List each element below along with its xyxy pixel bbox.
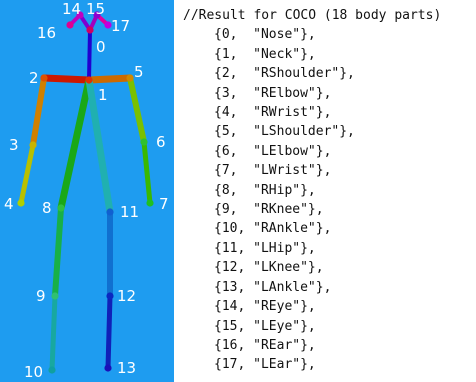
keypoint-6: [140, 138, 148, 146]
keypoint-13: [104, 364, 112, 372]
bone-1-0: [87, 28, 92, 82]
keypoint-label-16: 16: [37, 24, 56, 42]
code-comment-header: //Result for COCO (18 body parts): [183, 8, 442, 23]
code-line: {15, "LEye"},: [214, 318, 316, 334]
code-line: {8, "RHip"},: [214, 182, 316, 198]
code-line: {12, "LKnee"},: [214, 260, 324, 276]
keypoint-1: [85, 76, 93, 84]
keypoint-12: [106, 292, 114, 300]
keypoint-label-1: 1: [98, 86, 108, 104]
keypoint-14: [76, 11, 84, 19]
keypoint-label-10: 10: [24, 363, 43, 381]
keypoint-2: [40, 74, 48, 82]
code-line: {13, "LAnkle"},: [214, 279, 332, 295]
keypoint-label-8: 8: [42, 199, 52, 217]
code-line: {9, "RKnee"},: [214, 202, 324, 218]
keypoint-label-17: 17: [111, 17, 130, 35]
keypoint-label-15: 15: [86, 0, 105, 18]
keypoint-label-5: 5: [134, 63, 144, 81]
bone-12-13: [105, 293, 113, 371]
bone-1-8: [57, 76, 93, 212]
keypoint-label-4: 4: [4, 195, 14, 213]
bone-1-5: [85, 74, 134, 84]
keypoint-9: [51, 292, 59, 300]
code-line: {3, "RElbow"},: [214, 85, 332, 101]
keypoint-label-0: 0: [96, 38, 106, 56]
code-line: {7, "LWrist"},: [214, 163, 332, 179]
keypoint-7: [146, 199, 154, 207]
keypoint-17: [104, 21, 112, 29]
code-line: {4, "RWrist"},: [214, 105, 332, 121]
keypoint-label-6: 6: [156, 133, 166, 151]
code-line: {10, "RAnkle"},: [214, 221, 332, 237]
keypoint-label-3: 3: [9, 136, 19, 154]
code-line: {5, "LShoulder"},: [214, 124, 355, 140]
bone-2-3: [30, 75, 47, 148]
bone-8-9: [52, 205, 64, 299]
keypoint-5: [126, 74, 134, 82]
keypoint-list: {0, "Nose"}, {1, "Neck"}, {2, "RShoulder"}…: [183, 25, 473, 374]
keypoint-label-13: 13: [117, 359, 136, 377]
keypoint-label-9: 9: [36, 287, 46, 305]
keypoint-8: [57, 204, 65, 212]
code-line: {17, "LEar"},: [214, 357, 316, 373]
keypoint-16: [66, 21, 74, 29]
keypoint-10: [48, 366, 56, 374]
code-line: {2, "RShoulder"},: [214, 66, 355, 82]
keypoint-3: [29, 141, 37, 149]
keypoint-label-7: 7: [159, 195, 169, 213]
keypoint-label-14: 14: [62, 0, 81, 18]
keypoint-0: [86, 26, 94, 34]
keypoint-label-11: 11: [120, 203, 139, 221]
keypoint-label-2: 2: [29, 69, 39, 87]
code-line: {16, "REar"},: [214, 337, 316, 353]
bone-5-6: [127, 75, 147, 145]
keypoint-label-12: 12: [117, 287, 136, 305]
bone-1-11: [85, 76, 114, 216]
code-line: {6, "LElbow"},: [214, 143, 332, 159]
bone-6-7: [141, 139, 153, 206]
code-line: {0, "Nose"},: [214, 27, 316, 43]
code-line: {14, "REye"},: [214, 299, 316, 315]
code-line: {11, "LHip"},: [214, 240, 316, 256]
bone-1-2: [40, 74, 93, 84]
keypoint-4: [17, 199, 25, 207]
keypoint-15: [93, 11, 101, 19]
code-line: {1, "Neck"},: [214, 46, 316, 62]
bone-3-4: [18, 142, 36, 206]
bone-9-10: [49, 293, 58, 373]
code-listing: //Result for COCO (18 body parts) {0, "N…: [183, 6, 473, 378]
keypoint-11: [106, 208, 114, 216]
